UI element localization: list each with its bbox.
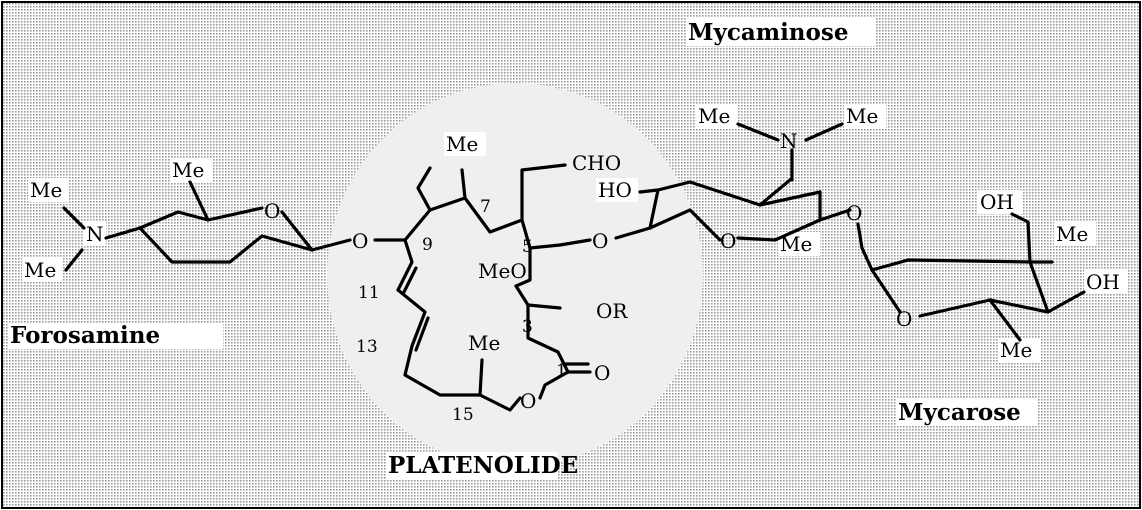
forosamine-n-methyl-1: Me <box>30 178 62 202</box>
position-5: 5 <box>522 237 533 257</box>
mycarose-methyl-1: Me <box>1056 222 1088 246</box>
mycarose-hydroxyl-1: OH <box>980 190 1014 214</box>
platenolide-label: PLATENOLIDE <box>388 452 578 479</box>
platenolide-aglycone: Me 7 CHO 9 5 MeO 11 3 OR Me 13 1 O 15 O … <box>356 132 628 480</box>
position-1: 1 <box>556 361 567 381</box>
mycarose-methyl-2: Me <box>1000 338 1032 362</box>
mycaminose-hydroxyl: HO <box>598 178 632 202</box>
position-11: 11 <box>358 283 380 303</box>
methoxy-group: MeO <box>478 259 527 283</box>
forosamine-nitrogen: N <box>86 222 104 246</box>
forosamine-n-methyl-2: Me <box>24 258 56 282</box>
c14-methyl: Me <box>468 331 500 355</box>
position-13: 13 <box>356 337 378 357</box>
position-3: 3 <box>522 317 533 337</box>
mycarose-sugar: OH Me OH O Me Mycarose <box>870 190 1128 426</box>
c8-methyl: Me <box>446 132 478 156</box>
position-9: 9 <box>422 235 433 255</box>
mycaminose-n-methyl-2: Me <box>846 104 878 128</box>
position-15: 15 <box>452 405 474 425</box>
mycaminose-label: Mycaminose <box>688 19 848 46</box>
aldehyde-group: CHO <box>572 151 621 175</box>
mycarose-label: Mycarose <box>898 399 1021 426</box>
mycarose-glycosidic-oxygen: O <box>846 201 862 225</box>
mycarose-hydroxyl-2: OH <box>1086 270 1120 294</box>
carbonyl-oxygen: O <box>594 361 610 385</box>
lactone-oxygen: O <box>520 389 536 413</box>
forosamine-sugar: Me N Me Me O Forosamine <box>8 158 352 349</box>
forosamine-glycosidic-oxygen: O <box>352 229 368 253</box>
forosamine-methyl: Me <box>172 158 204 182</box>
or-substituent: OR <box>596 299 628 323</box>
mycaminose-glycosidic-oxygen: O <box>592 229 608 253</box>
mycaminose-ring-oxygen: O <box>720 229 736 253</box>
forosamine-ring-oxygen: O <box>264 199 280 223</box>
mycaminose-sugar: Mycaminose Me Me N HO O Me <box>596 18 886 256</box>
mycaminose-nitrogen: N <box>780 129 798 153</box>
position-7: 7 <box>480 197 491 217</box>
mycaminose-n-methyl-1: Me <box>698 104 730 128</box>
forosamine-label: Forosamine <box>10 322 160 349</box>
